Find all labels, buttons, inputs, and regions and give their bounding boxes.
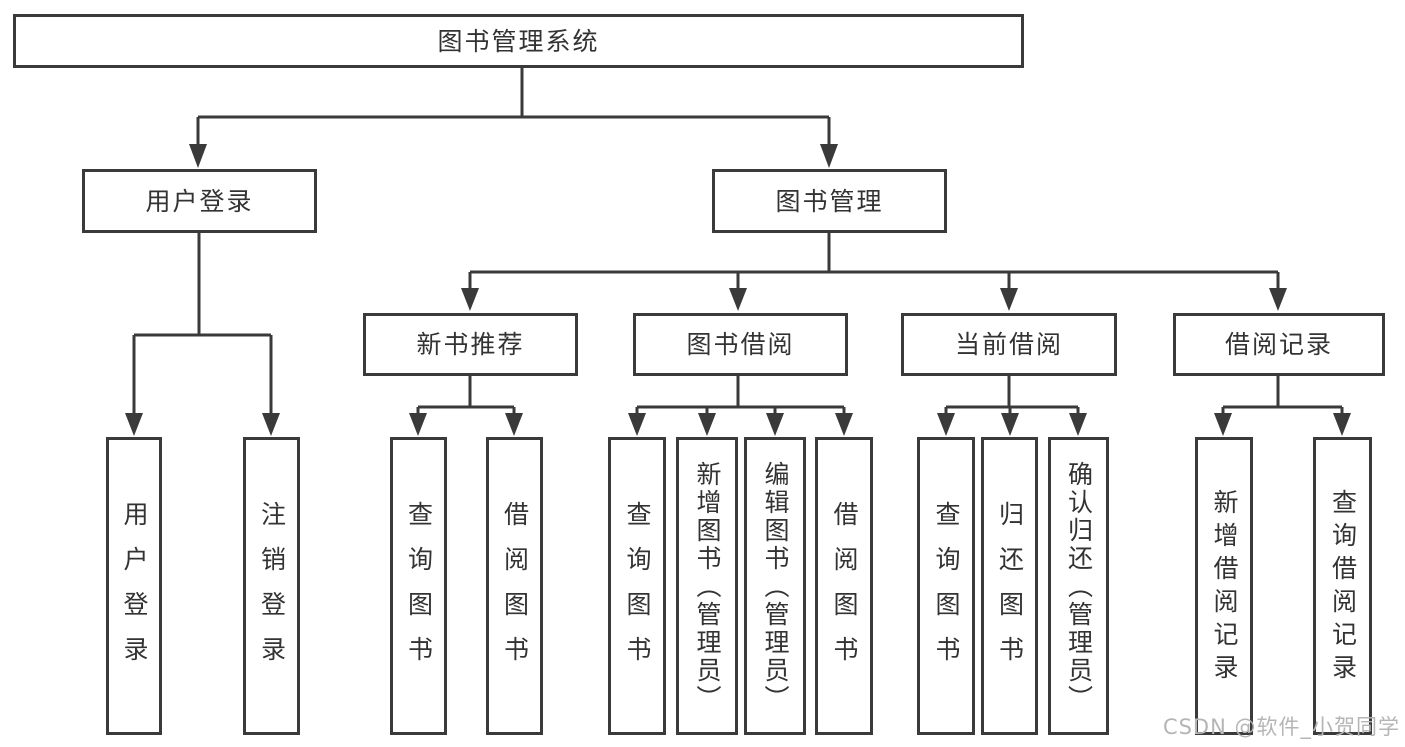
node-book-borrow: 图书借阅 <box>633 313 848 376</box>
leaf-label: 编辑图书（管理员） <box>761 461 790 713</box>
leaf-label: 注销登录 <box>257 501 287 681</box>
leaf-label: 新增借阅记录 <box>1210 489 1239 687</box>
node-borrow-books-action: 借阅图书 <box>815 437 873 735</box>
node-borrow-books-recommend: 借阅图书 <box>486 437 543 735</box>
node-user-login-action: 用户登录 <box>106 437 162 735</box>
node-book-management: 图书管理 <box>712 169 947 233</box>
leaf-label: 查询借阅记录 <box>1328 489 1358 687</box>
node-user-login: 用户登录 <box>82 169 317 233</box>
leaf-label: 借阅图书 <box>830 501 859 681</box>
leaf-label: 确认归还（管理员） <box>1064 461 1094 713</box>
node-borrow-records: 借阅记录 <box>1173 313 1385 376</box>
node-confirm-return-admin: 确认归还（管理员） <box>1048 437 1109 735</box>
node-return-books: 归还图书 <box>981 437 1038 735</box>
leaf-label: 归还图书 <box>995 501 1025 681</box>
node-add-borrow-record: 新增借阅记录 <box>1195 437 1253 735</box>
arrowheads <box>125 144 1351 436</box>
node-new-book-recommend: 新书推荐 <box>363 313 578 376</box>
node-query-borrow-record: 查询借阅记录 <box>1313 437 1372 735</box>
leaf-label: 借阅图书 <box>500 501 530 681</box>
leaf-label: 新增图书（管理员） <box>693 461 722 713</box>
node-add-books-admin: 新增图书（管理员） <box>676 437 738 735</box>
node-logout-action: 注销登录 <box>243 437 300 735</box>
node-query-books-borrow: 查询图书 <box>608 437 666 735</box>
node-library-management-system: 图书管理系统 <box>13 14 1024 68</box>
node-query-books-current: 查询图书 <box>917 437 975 735</box>
watermark: CSDN @软件_小贺同学 <box>1162 715 1400 739</box>
node-query-books-recommend: 查询图书 <box>390 437 447 735</box>
node-current-borrow: 当前借阅 <box>901 313 1117 376</box>
leaf-label: 查询图书 <box>932 501 961 681</box>
leaf-label: 用户登录 <box>120 501 149 681</box>
leaf-label: 查询图书 <box>623 501 652 681</box>
leaf-label: 查询图书 <box>404 501 434 681</box>
node-edit-books-admin: 编辑图书（管理员） <box>744 437 806 735</box>
